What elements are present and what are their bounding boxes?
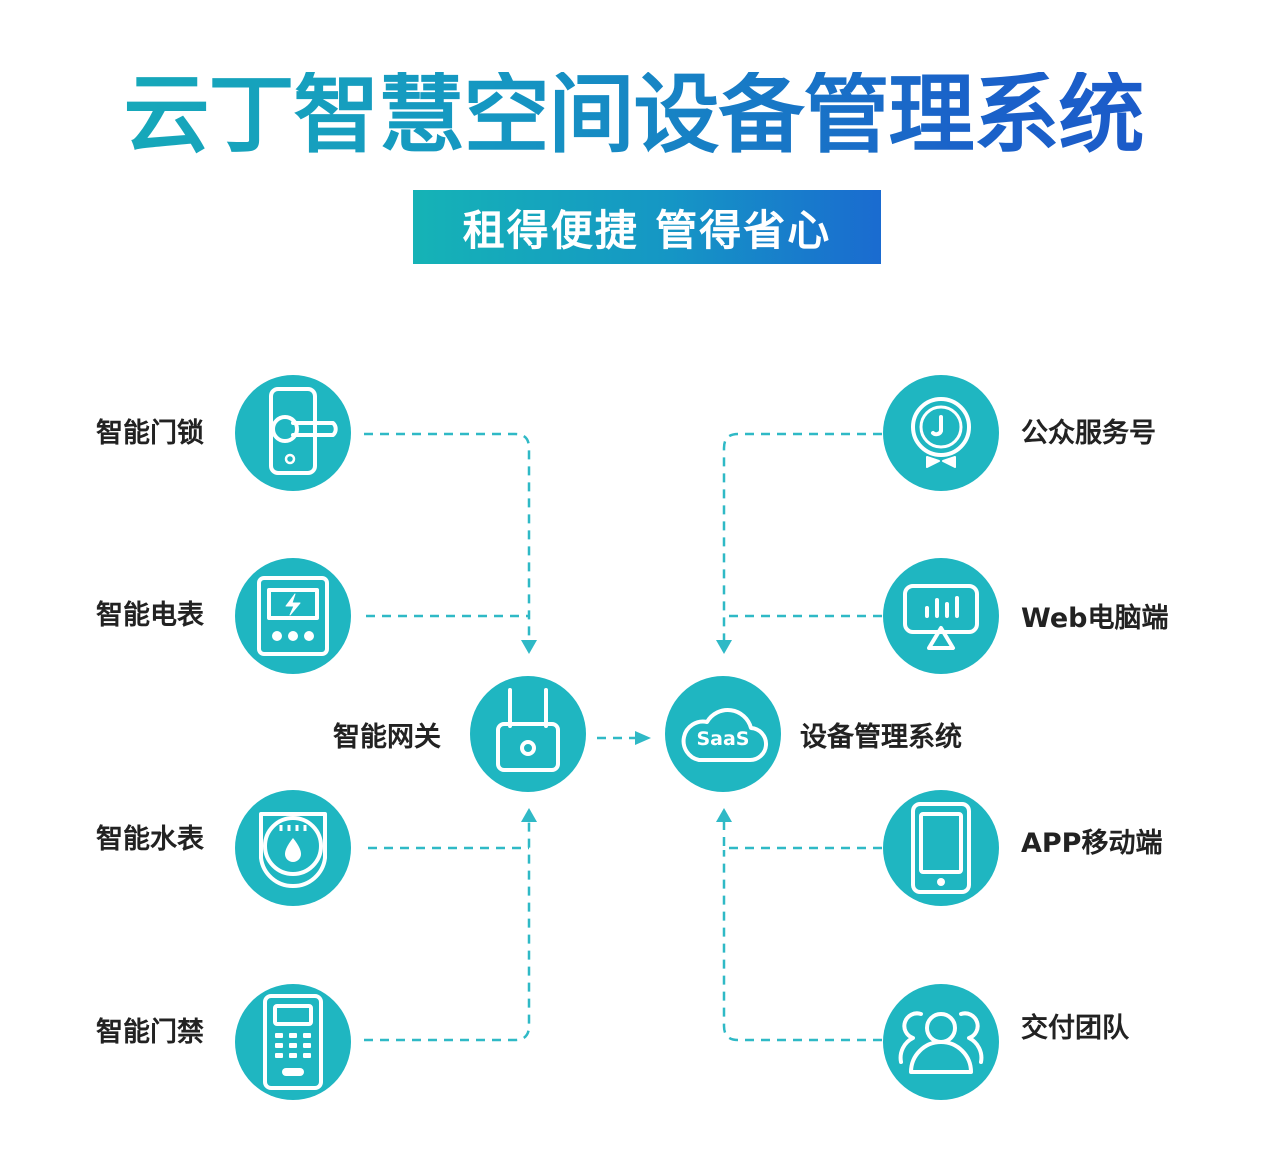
subtitle: 租得便捷 管得省心 [462,205,832,255]
team-node [883,984,999,1100]
monitor-node [883,558,999,674]
arrow-to-saas [635,731,651,745]
water-meter-icon [259,812,327,889]
water-meter-node [235,790,351,906]
electric-meter-icon [257,576,329,656]
label-water-meter: 智能水表 [96,824,204,855]
wechat-service-icon [911,397,971,468]
link-service-saas [722,432,882,640]
arrow-to-gateway-bottom [521,808,537,822]
wechat-service-node [883,375,999,491]
phone-icon [911,802,971,894]
monitor-icon [903,584,979,650]
label-wechat-service: 公众服务号 [1021,418,1156,449]
link-access-gateway [364,820,531,1042]
label-access-control: 智能门禁 [96,1017,204,1048]
label-electric-meter: 智能电表 [96,600,204,631]
arrow-to-saas-top [716,640,732,654]
access-control-node [235,984,351,1100]
link-team-saas [722,850,882,1042]
access-control-icon [263,994,323,1090]
router-icon [496,688,560,772]
page-title: 云丁智慧空间设备管理系统 [0,72,1267,158]
label-door-lock: 智能门锁 [96,418,204,449]
arrow-to-gateway-top [521,640,537,654]
saas-node: SaaS [665,676,781,792]
door-lock-node [235,375,351,491]
label-web: Web电脑端 [1021,603,1169,634]
label-app: APP移动端 [1021,828,1163,859]
electric-meter-node [235,558,351,674]
subtitle-banner: 租得便捷 管得省心 [413,190,881,264]
link-app-saas [722,820,882,850]
cloud-icon [681,708,768,763]
saas-icon-text: SaaS [696,728,750,750]
door-lock-icon [269,387,338,475]
gateway-node [470,676,586,792]
phone-node [883,790,999,906]
label-gateway: 智能网关 [333,722,441,753]
link-lock-gateway [364,432,531,640]
label-saas: 设备管理系统 [800,722,962,753]
arrow-to-saas-bottom [716,808,732,822]
label-team: 交付团队 [1021,1013,1129,1044]
team-icon [898,1011,984,1074]
